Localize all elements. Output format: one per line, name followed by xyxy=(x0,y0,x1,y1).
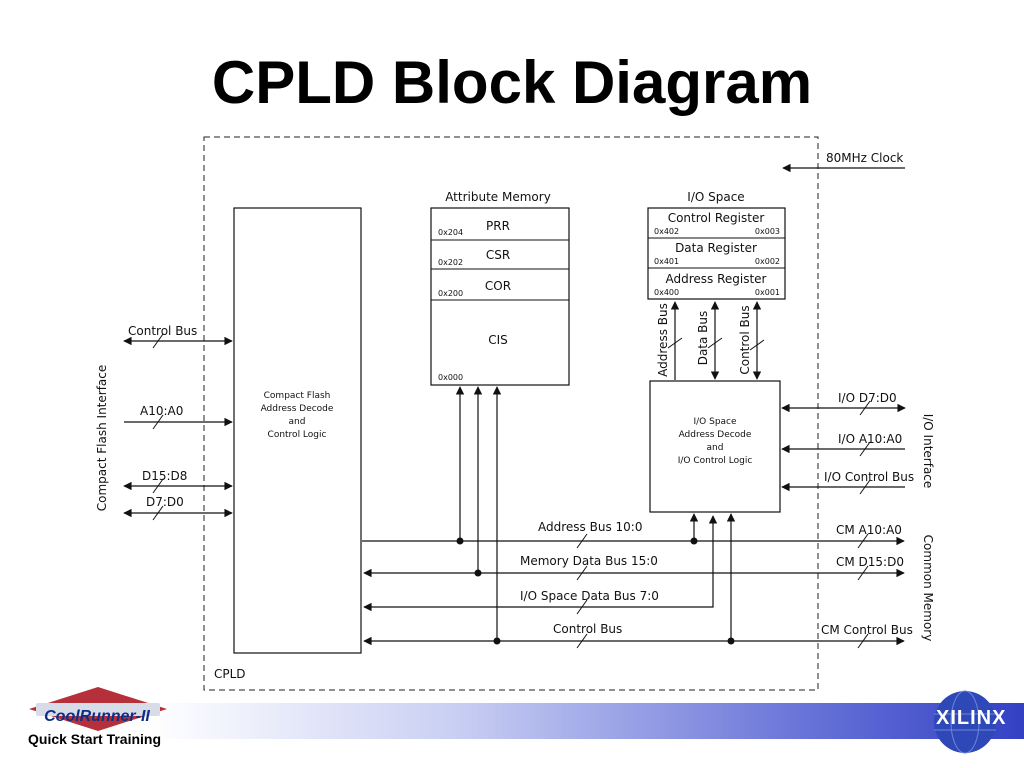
clock-label: 80MHz Clock xyxy=(826,151,903,165)
cf-control-bus-label: Control Bus xyxy=(128,324,197,338)
common-memory-label: Common Memory xyxy=(921,535,935,642)
io-logic-line3: and xyxy=(707,443,724,453)
prr-addr: 0x204 xyxy=(438,228,463,237)
slide-title: CPLD Block Diagram xyxy=(211,49,813,116)
csr-label: CSR xyxy=(486,248,510,262)
memory-data-bus-label: Memory Data Bus 15:0 xyxy=(520,554,658,568)
io-control-bus-label: Control Bus xyxy=(738,305,752,374)
cf-logic-line2: Address Decode xyxy=(261,404,334,414)
io-data-bus-slash xyxy=(707,337,723,349)
attr-data-junction xyxy=(474,569,482,577)
io-data-bus-internal-label: I/O Space Data Bus 7:0 xyxy=(520,589,659,603)
io-interface-label: I/O Interface xyxy=(921,414,935,489)
data-register-addr-right: 0x002 xyxy=(755,257,780,266)
footer-tagline: Quick Start Training xyxy=(28,731,162,747)
io-data-bus-internal-line xyxy=(363,515,718,612)
cf-a10a0-slash xyxy=(152,414,164,430)
cm-d15d0-slash xyxy=(857,565,869,581)
cpld-label: CPLD xyxy=(214,667,246,681)
cm-control-bus-label: CM Control Bus xyxy=(821,623,913,637)
attribute-memory-title: Attribute Memory xyxy=(445,190,551,204)
cf-d7d0-label: D7:D0 xyxy=(146,495,184,509)
data-register-addr-left: 0x401 xyxy=(654,257,679,266)
csr-addr: 0x202 xyxy=(438,258,463,267)
io-a10a0-slash xyxy=(859,441,871,457)
attribute-memory-block xyxy=(430,207,570,386)
xilinx-globe-icon xyxy=(934,690,996,754)
cf-logic-block xyxy=(233,207,362,654)
io-address-junction xyxy=(690,537,698,545)
io-address-bus-label: Address Bus xyxy=(656,303,670,377)
attr-control-junction xyxy=(493,637,501,645)
cm-a10a0-label: CM A10:A0 xyxy=(836,523,902,537)
io-data-bus-label: Data Bus xyxy=(696,311,710,366)
io-logic-block xyxy=(649,380,781,513)
cis-addr: 0x000 xyxy=(438,373,463,382)
io-d7d0-label: I/O D7:D0 xyxy=(838,391,897,405)
coolrunner-logo-mark xyxy=(29,687,167,731)
address-register-label: Address Register xyxy=(665,272,766,286)
cf-d7d0-slash xyxy=(152,505,164,521)
io-control-junction xyxy=(727,637,735,645)
io-logic-line1: I/O Space xyxy=(693,417,737,427)
cf-logic-line4: Control Logic xyxy=(268,430,327,440)
cf-d15d8-label: D15:D8 xyxy=(142,469,187,483)
prr-label: PRR xyxy=(486,219,510,233)
address-register-addr-right: 0x001 xyxy=(755,288,780,297)
control-register-addr-left: 0x402 xyxy=(654,227,679,236)
cf-d15d8-slash xyxy=(152,478,164,494)
address-register-addr-left: 0x400 xyxy=(654,288,679,297)
io-a10a0-label: I/O A10:A0 xyxy=(838,432,902,446)
io-control-bus-ext-label: I/O Control Bus xyxy=(824,470,914,484)
data-register-label: Data Register xyxy=(675,241,757,255)
io-logic-line4: I/O Control Logic xyxy=(678,456,753,466)
control-register-label: Control Register xyxy=(668,211,765,225)
cis-label: CIS xyxy=(488,333,508,347)
cf-a10a0-label: A10:A0 xyxy=(140,404,183,418)
cf-logic-line3: and xyxy=(289,417,306,427)
io-data-bus-internal-slash xyxy=(576,599,588,615)
io-space-title: I/O Space xyxy=(687,190,744,204)
io-d7d0-slash xyxy=(859,400,871,416)
cpld-boundary xyxy=(203,136,819,691)
io-control-bus-slash xyxy=(749,339,765,351)
xilinx-logo-text: XILINX xyxy=(936,707,1007,729)
control-register-addr-right: 0x003 xyxy=(755,227,780,236)
cf-interface-label: Compact Flash Interface xyxy=(95,365,109,511)
attr-address-junction xyxy=(456,537,464,545)
address-bus-label: Address Bus 10:0 xyxy=(538,520,642,534)
io-registers-block xyxy=(647,207,786,300)
cm-a10a0-slash xyxy=(857,533,869,549)
control-bus-label: Control Bus xyxy=(553,622,622,636)
control-bus-slash xyxy=(576,633,588,649)
cor-addr: 0x200 xyxy=(438,289,463,298)
cpld-block-diagram: CPLD 80MHz Clock Compact Flash Address D… xyxy=(95,136,935,691)
footer-band xyxy=(150,703,1024,739)
cf-control-bus-slash xyxy=(152,333,164,349)
coolrunner-logo-text: CoolRunner-II xyxy=(44,708,150,725)
io-logic-line2: Address Decode xyxy=(679,430,752,440)
io-address-bus-slash xyxy=(667,337,683,349)
cm-control-bus-slash xyxy=(857,633,869,649)
cm-d15d0-label: CM D15:D0 xyxy=(836,555,904,569)
io-control-bus-ext-slash xyxy=(859,479,871,495)
cf-logic-line1: Compact Flash xyxy=(264,391,331,401)
cor-label: COR xyxy=(485,279,511,293)
